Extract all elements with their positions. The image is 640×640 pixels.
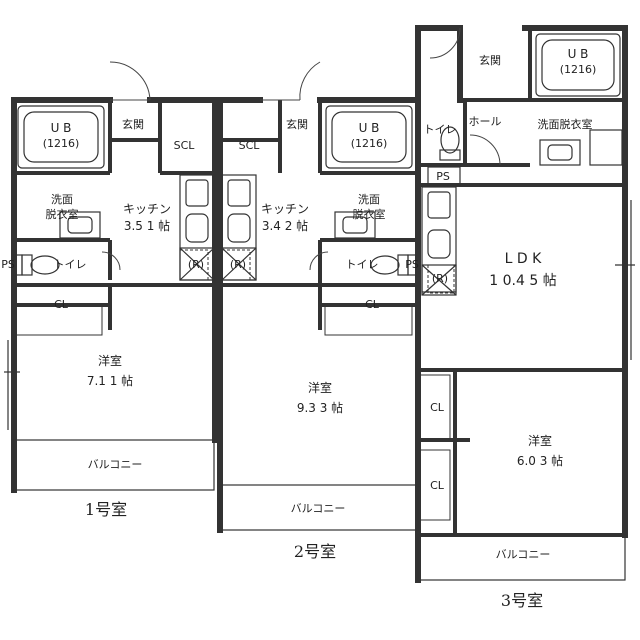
unit-name-label: 2号室 xyxy=(294,542,336,561)
entrance-label: 玄関 xyxy=(122,117,144,131)
ub-label: U B xyxy=(51,121,72,135)
entrance-label: 玄関 xyxy=(286,117,308,131)
fridge-label: (R) xyxy=(230,258,246,271)
hall-label: ホール xyxy=(469,115,502,128)
toilet-label: トイレ xyxy=(424,123,457,136)
kitchen-size-label: 3.4 2 帖 xyxy=(262,218,308,233)
unit3-labels: U B (1216) 玄関 トイレ ホール 洗面脱衣室 PS (R) L D K… xyxy=(424,47,597,610)
wash-room-label-line2: 脱衣室 xyxy=(353,207,386,221)
wash-room-label-line1: 洗面 xyxy=(51,193,73,206)
ps-boxes xyxy=(13,166,461,276)
kitchen-label: キッチン xyxy=(261,202,309,216)
balcony-label: バルコニー xyxy=(88,458,143,471)
western-room-size-label: 6.0 3 帖 xyxy=(517,453,563,468)
ub-size-label: (1216) xyxy=(560,63,597,76)
fridges xyxy=(179,249,455,294)
western-room-label: 洋室 xyxy=(98,353,122,368)
wall-layer xyxy=(11,25,628,583)
unit2-labels: U B (1216) 玄関 SCL 洗面 脱衣室 キッチン 3.4 2 帖 トイ… xyxy=(230,117,419,561)
fridge-label: (R) xyxy=(188,258,204,271)
western-room-size-label: 9.3 3 帖 xyxy=(297,400,343,415)
closet-lines xyxy=(15,305,451,521)
ps-label: PS xyxy=(405,258,419,271)
unit3-outer-wall xyxy=(415,25,628,583)
ldk-label: L D K xyxy=(505,251,542,267)
closet-label: CL xyxy=(365,298,380,311)
western-room-label: 洋室 xyxy=(308,380,332,395)
ub-size-label: (1216) xyxy=(351,137,388,150)
unit-name-label: 3号室 xyxy=(501,591,543,610)
unit1-outer-wall xyxy=(11,97,218,493)
closet-label-upper: CL xyxy=(430,401,445,414)
scl-label: SCL xyxy=(174,139,196,152)
kitchen-label: キッチン xyxy=(123,202,171,216)
toilet-label: トイレ xyxy=(346,258,379,271)
fridge-label: (R) xyxy=(432,272,448,285)
toilets xyxy=(21,126,461,276)
ldk-size-label: 1 0.4 5 帖 xyxy=(489,273,556,289)
bathtubs xyxy=(17,33,621,169)
balcony-rails xyxy=(13,439,626,581)
windows xyxy=(4,200,635,430)
wash-room-label-line2: 脱衣室 xyxy=(46,207,79,221)
ub-label: U B xyxy=(359,121,380,135)
ps-label: PS xyxy=(1,258,15,271)
balcony-label: バルコニー xyxy=(291,502,346,515)
scl-label: SCL xyxy=(239,139,261,152)
ps-label: PS xyxy=(436,170,450,183)
unit-name-label: 1号室 xyxy=(85,500,127,519)
closet-label: CL xyxy=(54,298,69,311)
unit2-outer-wall xyxy=(217,97,421,533)
closet-label-lower: CL xyxy=(430,479,445,492)
balcony-label: バルコニー xyxy=(496,548,551,561)
unit1-labels: U B (1216) 玄関 SCL 洗面 脱衣室 キッチン 3.5 1 帖 トイ… xyxy=(1,117,204,519)
entrance-label: 玄関 xyxy=(479,53,501,67)
wash-room-label: 洗面脱衣室 xyxy=(538,117,593,131)
kitchen-counters xyxy=(179,174,457,296)
western-room-size-label: 7.1 1 帖 xyxy=(87,373,133,388)
ub-size-label: (1216) xyxy=(43,137,80,150)
western-room-label: 洋室 xyxy=(528,433,552,448)
kitchen-size-label: 3.5 1 帖 xyxy=(124,218,170,233)
door-swings xyxy=(101,27,501,271)
toilet-label: トイレ xyxy=(54,258,87,271)
wash-room-label-line1: 洗面 xyxy=(358,193,380,206)
ub-label: U B xyxy=(568,47,589,61)
wash-basins xyxy=(59,129,623,239)
